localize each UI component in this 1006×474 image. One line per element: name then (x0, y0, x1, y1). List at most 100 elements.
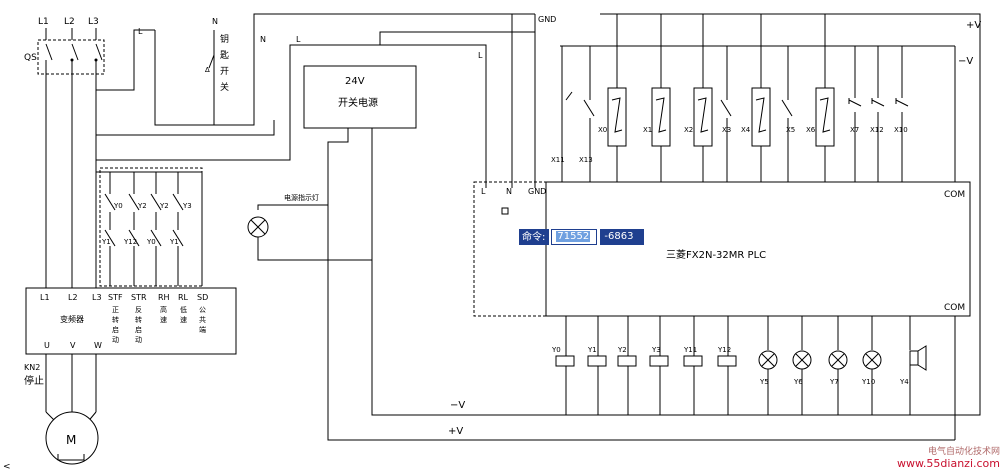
output-y10-label: Y10 (861, 378, 875, 386)
rail-plus-v-top: +V (966, 20, 981, 31)
inv-term-stf: STF (108, 293, 123, 302)
inv-desc-rh-0: 高 (160, 305, 167, 314)
key-switch-char-2: 开 (220, 66, 229, 77)
output-y12-label: Y12 (717, 346, 731, 354)
output-y6-label: Y6 (793, 378, 803, 386)
relay-y2b-top: Y2 (159, 202, 169, 210)
input-contacts: X11 X13 X0 X1 X2 X3 X4 X5 X6 X7 X12 (551, 14, 909, 182)
motor-label: M (66, 433, 76, 447)
input-x1-label: X1 (643, 126, 652, 134)
relay-y0-bottom: Y0 (146, 238, 156, 246)
key-switch-char-3: 关 (220, 81, 229, 93)
relay-y3-top: Y3 (182, 202, 192, 210)
input-x2-label: X2 (684, 126, 693, 134)
inv-out-w: W (94, 341, 102, 350)
inv-desc-stf-1: 转 (112, 315, 119, 324)
input-x12-label: X12 (870, 126, 884, 134)
output-y7-label: Y7 (829, 378, 839, 386)
dc-rails: +V −V (560, 13, 981, 416)
inv-desc-sd-0: 公 (199, 306, 206, 314)
input-x11-label: X11 (551, 156, 565, 164)
relay-y0-top: Y0 (113, 202, 123, 210)
coord-y-field[interactable]: -6863 (600, 229, 645, 245)
output-y11-label: Y11 (683, 346, 697, 354)
inv-desc-str-3: 动 (135, 335, 142, 344)
plc-model: 三菱FX2N-32MR PLC (666, 249, 766, 261)
input-x4-label: X4 (741, 126, 751, 134)
stop-code: KN2 (24, 363, 40, 372)
inv-desc-stf-0: 正 (112, 306, 119, 314)
inv-term-rl: RL (178, 293, 189, 302)
feed-lines: L N ∆ N L L GND (96, 13, 556, 188)
relay-y1b-bottom: Y1 (169, 238, 179, 246)
watermark: 电气自动化技术网 www.55dianzi.com (897, 446, 1000, 470)
inverter-name: 变频器 (60, 314, 84, 324)
output-y1-label: Y1 (587, 346, 597, 354)
inv-out-u: U (44, 341, 50, 350)
psu-voltage: 24V (345, 76, 365, 87)
watermark-line1: 电气自动化技术网 (927, 447, 1000, 457)
inv-term-l2: L2 (68, 293, 78, 302)
plc-unit: L N GND COM COM 三菱FX2N-32MR PLC (473, 181, 971, 317)
corner-mark: < (3, 462, 11, 472)
label-n-a: N (212, 17, 218, 26)
inv-out-v: V (70, 341, 76, 350)
label-l1: L1 (38, 17, 49, 27)
inv-desc-sd-1: 共 (199, 315, 206, 324)
output-devices: Y0 Y1 Y2 Y3 Y11 Y12 Y5 Y6 Y7 Y10 Y4 (551, 316, 956, 440)
relay-y2-top: Y2 (137, 202, 147, 210)
output-y3-label: Y3 (651, 346, 661, 354)
relay-y12-bottom: Y12 (123, 238, 137, 246)
input-x13-label: X13 (579, 156, 593, 164)
power-indicator-lamp: 电源指示灯 (247, 193, 372, 261)
input-x3-label: X3 (722, 126, 731, 134)
relay-contacts: Y0 Y1 Y2 Y12 Y2 Y0 Y3 Y1 (96, 167, 203, 287)
label-qs: QS (24, 53, 37, 63)
psu-name: 开关电源 (338, 96, 378, 109)
qs-breaker (37, 39, 105, 75)
label-l-b: L (296, 35, 301, 44)
label-l-c: L (478, 51, 483, 60)
input-x6-label: X6 (806, 126, 816, 134)
stop-label: 停止 (24, 374, 44, 387)
label-l-a: L (138, 27, 143, 36)
relay-y1-bottom: Y1 (101, 238, 111, 246)
svg-text:∆: ∆ (204, 66, 210, 74)
input-x0-label: X0 (598, 126, 607, 134)
inverter: L1 L2 L3 STF STR RH RL SD 变频器 正 转 启 动 反 … (25, 287, 237, 355)
plc-com-top: COM (944, 190, 965, 200)
inv-term-str: STR (131, 293, 147, 302)
label-l2: L2 (64, 17, 75, 27)
label-l3: L3 (88, 17, 99, 27)
main-supply: L1 L2 L3 QS (24, 17, 105, 290)
watermark-line2: www.55dianzi.com (896, 457, 1000, 470)
inv-desc-stf-3: 动 (112, 335, 119, 344)
inv-desc-stf-2: 启 (112, 325, 119, 334)
command-label: 命令: (519, 229, 550, 245)
inv-term-l1: L1 (40, 293, 50, 302)
bus-minus-v: −V (450, 400, 465, 411)
inv-desc-sd-2: 端 (199, 325, 206, 334)
input-x10-label: X10 (894, 126, 908, 134)
output-y2-label: Y2 (617, 346, 627, 354)
inv-desc-str-1: 转 (135, 315, 142, 324)
plc-l: L (481, 187, 486, 196)
inv-desc-str-0: 反 (135, 305, 142, 314)
input-x7-label: X7 (850, 126, 859, 134)
output-y0-label: Y0 (551, 346, 561, 354)
inv-desc-rl-0: 低 (180, 305, 187, 314)
key-switch-char-0: 钥 (220, 33, 229, 45)
plc-com-bottom: COM (944, 303, 965, 313)
bus-plus-v: +V (448, 426, 463, 437)
power-lamp-label: 电源指示灯 (284, 193, 319, 202)
inv-desc-rl-1: 速 (180, 316, 187, 324)
rail-minus-v-top: −V (958, 56, 973, 67)
label-gnd-top: GND (538, 15, 556, 24)
command-line[interactable]: 命令: 71552 -6863 (519, 229, 645, 245)
bottom-bus: −V +V (448, 400, 962, 441)
coord-x-field[interactable]: 71552 (551, 229, 598, 245)
coord-x-value: 71552 (556, 231, 591, 242)
output-y5-label: Y5 (759, 378, 769, 386)
